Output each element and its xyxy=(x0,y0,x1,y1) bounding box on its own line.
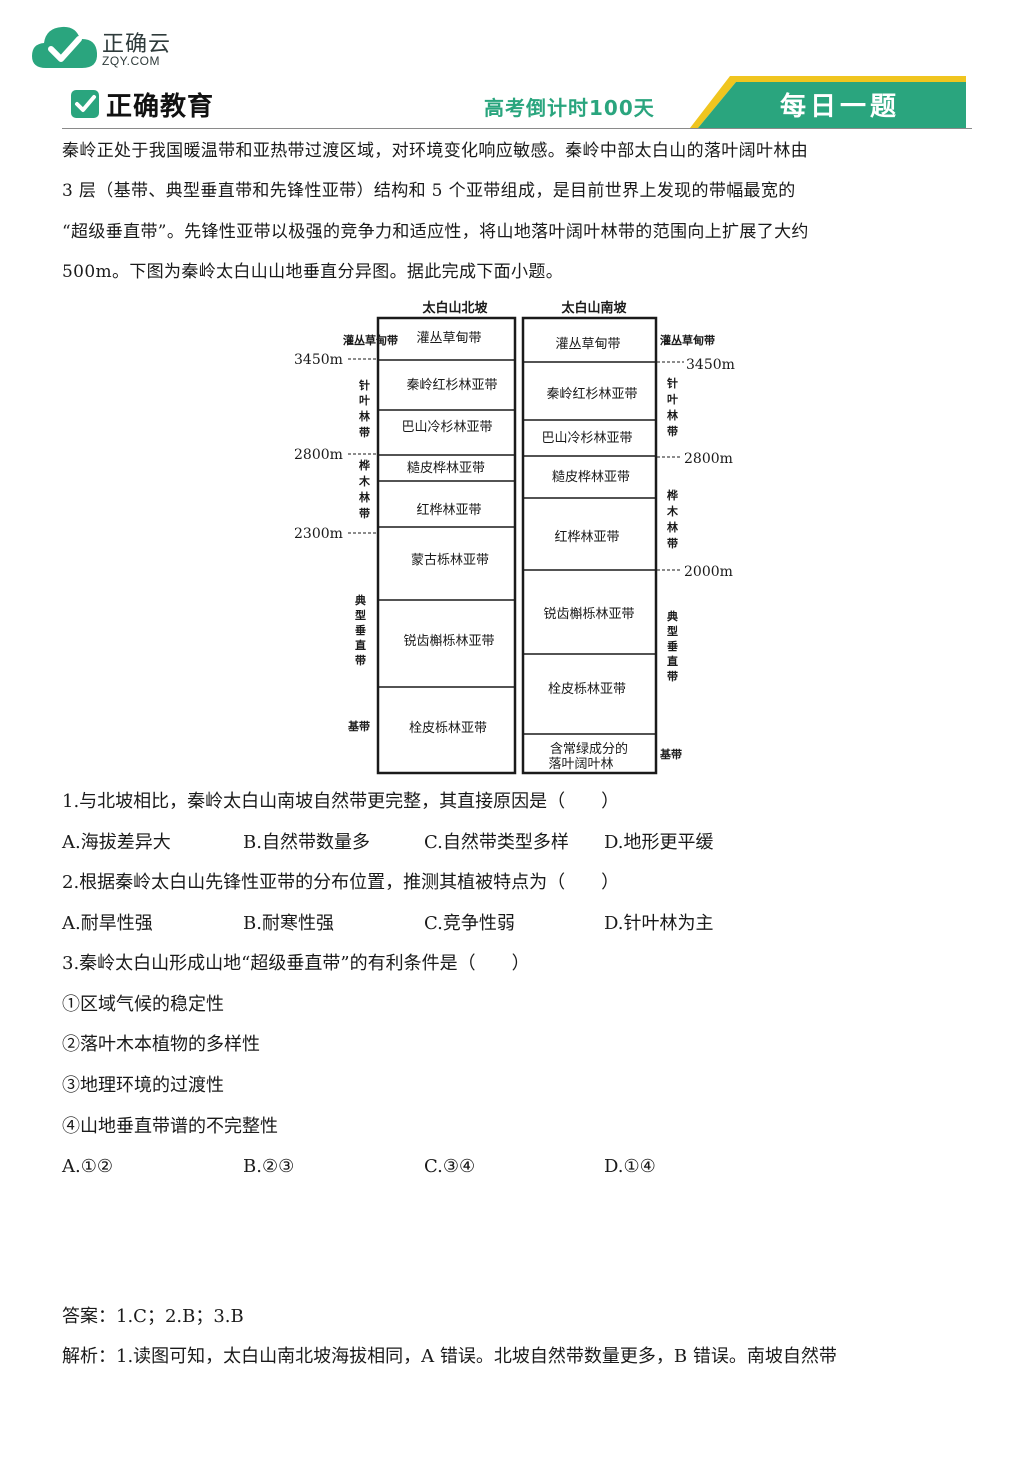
south-altitude-label: 2000m xyxy=(684,564,733,580)
svg-text:带: 带 xyxy=(355,653,366,667)
passage-line: “超级垂直带”。先锋性亚带以极强的竞争力和适应性，将山地落叶阔叶林带的范围向上扩… xyxy=(62,222,809,242)
svg-text:叶: 叶 xyxy=(359,393,370,407)
svg-text:带: 带 xyxy=(359,506,370,520)
south-belt-label: 含常绿成分的 xyxy=(550,741,628,757)
south-belt-label: 锐齿槲栎林亚带 xyxy=(543,607,634,622)
header-divider xyxy=(62,128,972,129)
north-side-label: 基带 xyxy=(347,719,370,733)
svg-text:针: 针 xyxy=(359,378,370,392)
svg-text:典: 典 xyxy=(667,609,678,623)
svg-text:针: 针 xyxy=(667,376,678,390)
north-slope-title: 太白山北坡 xyxy=(421,300,488,316)
svg-text:桦: 桦 xyxy=(358,458,370,472)
logo-domain: ZQY.COM xyxy=(102,54,160,68)
question-3-statement: ④山地垂直带谱的不完整性 xyxy=(62,1116,278,1137)
question-1-option-a[interactable]: A.海拔差异大 xyxy=(62,832,171,853)
question-3-option-b[interactable]: B.②③ xyxy=(243,1156,295,1177)
question-2-option-a[interactable]: A.耐旱性强 xyxy=(62,913,153,934)
north-belt-label: 蒙古栎林亚带 xyxy=(411,553,489,568)
svg-text:型: 型 xyxy=(667,624,678,638)
check-box-icon xyxy=(71,90,99,118)
analysis-text: 解析：1.读图可知，太白山南北坡海拔相同，A 错误。北坡自然带数量更多，B 错误… xyxy=(62,1346,837,1367)
north-belt-label: 灌丛草甸带 xyxy=(416,331,481,346)
south-belt-label: 秦岭红杉林亚带 xyxy=(546,386,637,402)
south-belt-label: 灌丛草甸带 xyxy=(555,337,620,352)
north-belt-label: 巴山冷杉林亚带 xyxy=(401,420,492,435)
svg-text:带: 带 xyxy=(359,425,370,439)
north-side-label: 灌丛草甸带 xyxy=(343,333,398,347)
svg-text:带: 带 xyxy=(667,424,678,438)
question-3-option-a[interactable]: A.①② xyxy=(62,1156,113,1177)
svg-text:林: 林 xyxy=(359,490,370,504)
north-belt-label: 红桦林亚带 xyxy=(416,502,481,518)
svg-text:林: 林 xyxy=(667,520,678,534)
question-1-option-b[interactable]: B.自然带数量多 xyxy=(243,832,370,853)
logo-text: 正确云 xyxy=(102,32,172,57)
svg-text:垂: 垂 xyxy=(667,639,678,653)
daily-question-banner xyxy=(690,76,966,128)
south-column-frame xyxy=(521,316,658,775)
south-belt-label: 栓皮栎林亚带 xyxy=(548,682,626,697)
south-belt-label: 糙皮桦林亚带 xyxy=(552,470,630,485)
question-3-statement: ①区域气候的稳定性 xyxy=(62,994,224,1015)
south-altitude-label: 3450m xyxy=(686,357,735,373)
question-2-option-c[interactable]: C.竞争性弱 xyxy=(424,913,515,934)
south-altitude-label: 2800m xyxy=(684,451,733,467)
exam-countdown: 高考倒计时100天 xyxy=(484,96,655,120)
cloud-check-logo-icon xyxy=(32,26,98,68)
svg-text:叶: 叶 xyxy=(667,392,678,406)
question-3-statement: ②落叶木本植物的多样性 xyxy=(62,1034,260,1055)
svg-text:林: 林 xyxy=(359,409,370,423)
svg-text:带: 带 xyxy=(667,536,678,550)
svg-text:木: 木 xyxy=(666,504,679,518)
north-altitude-label: 3450m xyxy=(294,352,343,368)
question-3-stem: 3.秦岭太白山形成山地“超级垂直带”的有利条件是（ ） xyxy=(62,953,530,974)
south-belt-label: 红桦林亚带 xyxy=(554,529,619,545)
south-slope-title: 太白山南坡 xyxy=(560,300,627,316)
north-belt-dividers xyxy=(378,359,515,688)
question-2-stem: 2.根据秦岭太白山先锋性亚带的分布位置，推测其植被特点为（ ） xyxy=(62,872,620,893)
answer-key: 答案：1.C；2.B；3.B xyxy=(62,1306,244,1327)
question-1-option-c[interactable]: C.自然带类型多样 xyxy=(424,832,569,853)
north-column-frame xyxy=(376,316,517,775)
south-side-label: 灌丛草甸带 xyxy=(660,333,715,347)
passage-line: 500m。下图为秦岭太白山山地垂直分异图。据此完成下面小题。 xyxy=(62,262,564,282)
north-altitude-label: 2300m xyxy=(294,526,343,542)
north-belt-label: 秦岭红杉林亚带 xyxy=(406,377,497,393)
svg-text:垂: 垂 xyxy=(355,623,366,637)
svg-text:木: 木 xyxy=(358,474,371,488)
svg-text:典: 典 xyxy=(355,593,366,607)
north-belt-label: 栓皮栎林亚带 xyxy=(409,721,487,736)
question-3-option-c[interactable]: C.③④ xyxy=(424,1156,476,1177)
svg-text:型: 型 xyxy=(355,608,366,622)
question-1-option-d[interactable]: D.地形更平缓 xyxy=(604,832,714,853)
svg-text:林: 林 xyxy=(667,408,678,422)
svg-text:直: 直 xyxy=(355,638,366,652)
question-3-option-d[interactable]: D.①④ xyxy=(604,1156,656,1177)
south-belt-label: 落叶阔叶林 xyxy=(548,757,613,772)
south-altitude-leaders xyxy=(657,361,684,571)
north-belt-label: 糙皮桦林亚带 xyxy=(407,461,485,476)
north-belt-label: 锐齿槲栎林亚带 xyxy=(403,634,494,649)
question-3-statement: ③地理环境的过渡性 xyxy=(62,1075,224,1096)
svg-text:带: 带 xyxy=(667,669,678,683)
passage-line: 秦岭正处于我国暖温带和亚热带过渡区域，对环境变化响应敏感。秦岭中部太白山的落叶阔… xyxy=(62,141,809,161)
south-belt-dividers xyxy=(523,361,656,735)
passage-line: 3 层（基带、典型垂直带和先锋性亚带）结构和 5 个亚带组成，是目前世界上发现的… xyxy=(62,181,796,201)
question-2-option-d[interactable]: D.针叶林为主 xyxy=(604,913,714,934)
south-belt-label: 巴山冷杉林亚带 xyxy=(541,431,632,446)
south-side-label: 基带 xyxy=(659,747,682,761)
svg-text:桦: 桦 xyxy=(666,488,678,502)
svg-text:直: 直 xyxy=(667,654,678,668)
question-2-option-b[interactable]: B.耐寒性强 xyxy=(243,913,334,934)
question-1-stem: 1.与北坡相比，秦岭太白山南坡自然带更完整，其直接原因是（ ） xyxy=(62,791,620,812)
banner-title: 每日一题 xyxy=(780,92,901,122)
brand-name: 正确教育 xyxy=(106,92,215,122)
north-altitude-label: 2800m xyxy=(294,447,343,463)
